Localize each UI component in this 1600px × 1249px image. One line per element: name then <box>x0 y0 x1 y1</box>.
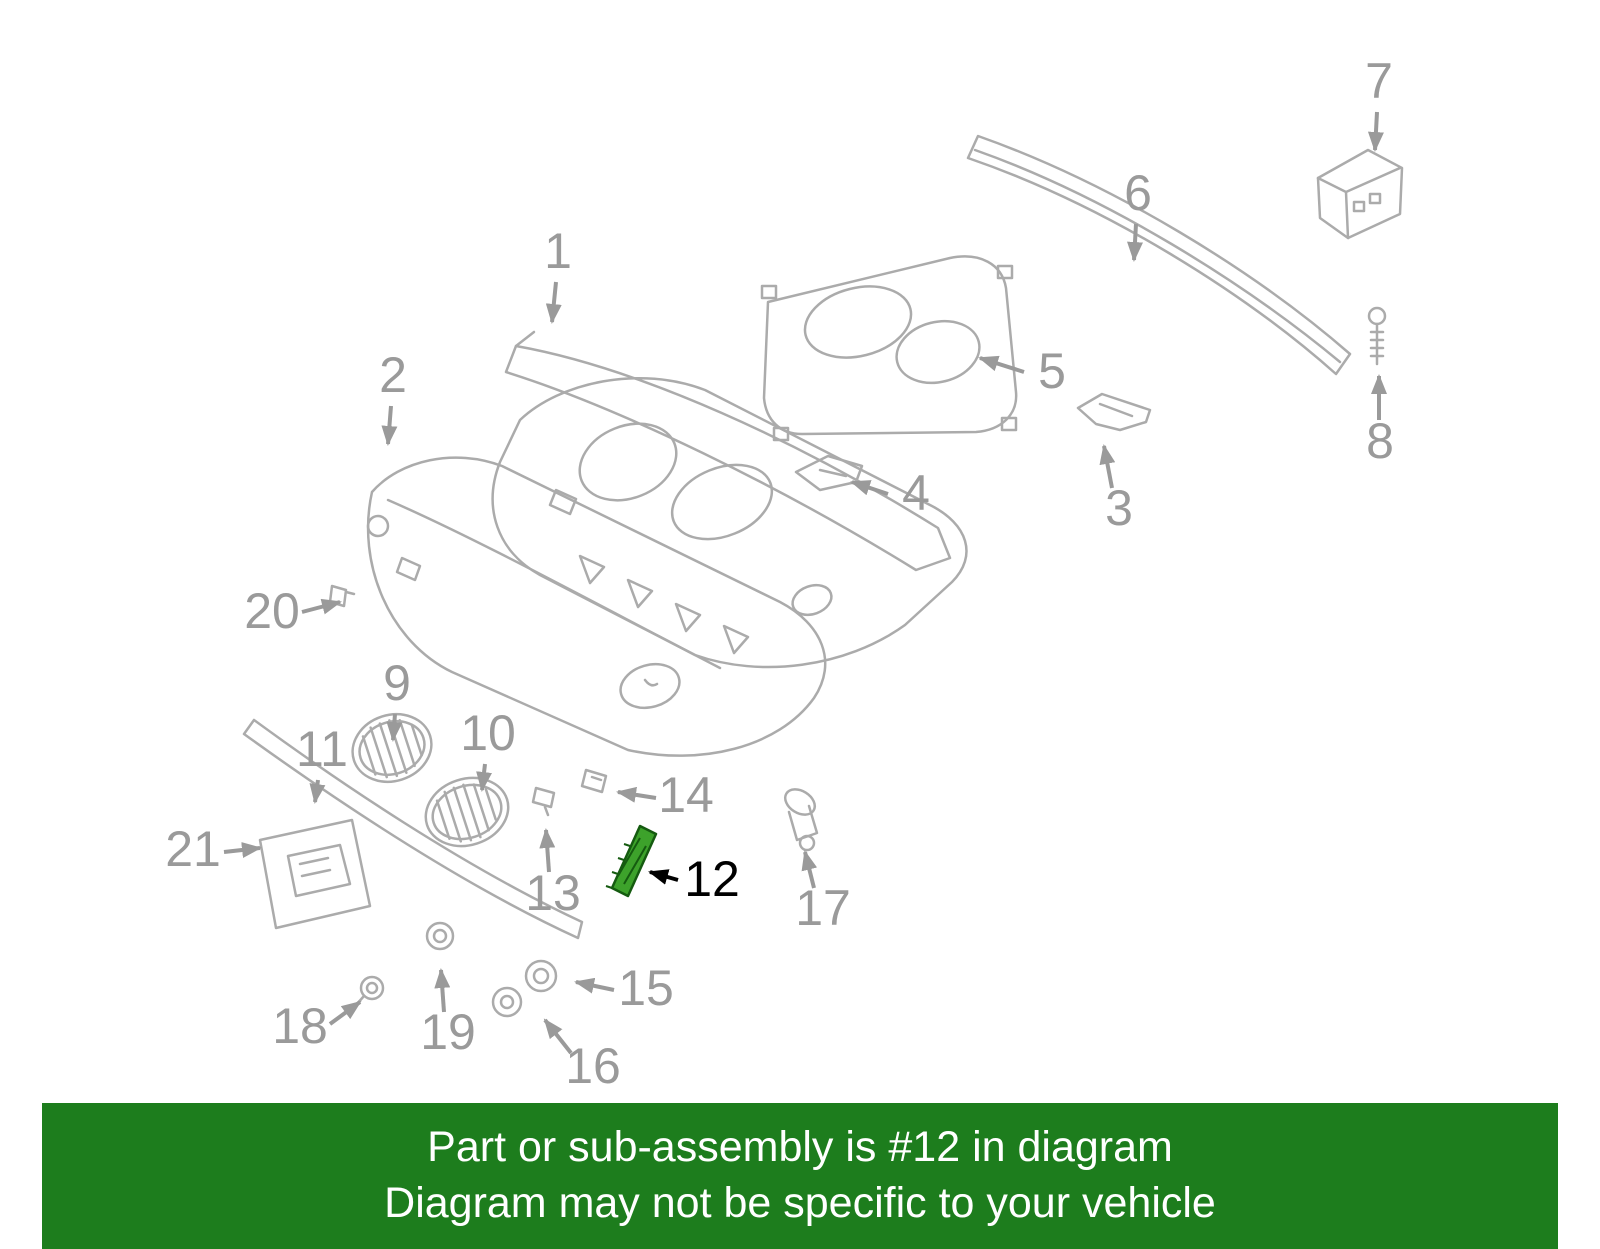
part-label-20: 20 <box>244 583 300 639</box>
label-arrow-9 <box>386 713 403 742</box>
part-front-bumper-carrier <box>493 378 967 667</box>
part-label-15: 15 <box>618 960 674 1016</box>
part-clip-14 <box>582 770 606 792</box>
part-label-2: 2 <box>379 347 407 403</box>
part-screw <box>356 977 383 1005</box>
part-label-8: 8 <box>1366 413 1394 469</box>
label-arrow-11 <box>309 779 326 804</box>
part-retaining-clip <box>330 586 354 606</box>
highlight-banner: Part or sub-assembly is #12 in diagram D… <box>42 1103 1558 1249</box>
label-arrow-10 <box>476 763 493 792</box>
label-arrow-12 <box>648 869 679 885</box>
label-arrow-4 <box>850 480 889 496</box>
part-label-10: 10 <box>460 705 516 761</box>
part-clip-13 <box>533 788 554 815</box>
part-upper-trim-strip <box>506 332 950 570</box>
part-label-9: 9 <box>383 655 411 711</box>
part-label-16: 16 <box>565 1038 621 1094</box>
part-label-19: 19 <box>420 1004 476 1060</box>
part-lower-trim-strip <box>244 720 582 938</box>
part-grommet-15 <box>526 961 556 991</box>
label-arrow-2 <box>381 405 398 446</box>
label-arrow-16 <box>543 1018 573 1055</box>
part-label-21: 21 <box>165 821 221 877</box>
part-label-3: 3 <box>1105 480 1133 536</box>
part-front-bumper-cover <box>368 458 825 756</box>
label-arrow-6 <box>1127 223 1143 262</box>
label-arrow-5 <box>978 355 1025 374</box>
label-arrow-18 <box>328 1000 362 1026</box>
banner-line-2: Diagram may not be specific to your vehi… <box>384 1179 1216 1227</box>
label-arrow-13 <box>539 828 556 873</box>
part-label-13: 13 <box>525 865 581 921</box>
part-label-12: 12 <box>684 851 740 907</box>
part-label-14: 14 <box>658 767 714 823</box>
part-label-5: 5 <box>1038 343 1066 399</box>
label-arrow-17 <box>801 850 818 889</box>
part-side-bracket <box>796 456 862 490</box>
part-label-18: 18 <box>272 998 328 1054</box>
part-grommet-19 <box>427 923 453 949</box>
label-arrow-14 <box>616 786 657 803</box>
label-arrow-3 <box>1099 444 1116 489</box>
part-corner-bracket <box>1078 394 1150 430</box>
label-arrow-19 <box>434 968 451 1013</box>
part-bolt <box>1369 308 1385 364</box>
part-grommet-16 <box>493 988 521 1016</box>
label-arrow-15 <box>574 977 615 994</box>
part-label-11: 11 <box>296 721 348 777</box>
part-kidney-grille-right <box>417 768 517 857</box>
label-arrow-21 <box>223 842 262 858</box>
part-license-plate-bracket <box>260 820 370 928</box>
banner-line-1: Part or sub-assembly is #12 in diagram <box>427 1123 1173 1172</box>
part-sensor <box>781 784 820 850</box>
part-impact-bar <box>968 136 1350 374</box>
part-grille-support-panel <box>762 256 1016 440</box>
part-label-7: 7 <box>1365 53 1393 109</box>
part-label-4: 4 <box>902 465 930 521</box>
part-kidney-grille-left <box>344 704 440 791</box>
part-mounting-bracket <box>1318 150 1402 238</box>
part-label-1: 1 <box>544 223 572 279</box>
part-label-6: 6 <box>1124 165 1152 221</box>
label-arrow-20 <box>301 598 342 615</box>
part-label-17: 17 <box>795 880 851 936</box>
label-arrow-1 <box>545 281 562 324</box>
part-12-highlighted-bracket <box>605 824 658 898</box>
label-arrow-7 <box>1367 111 1384 152</box>
